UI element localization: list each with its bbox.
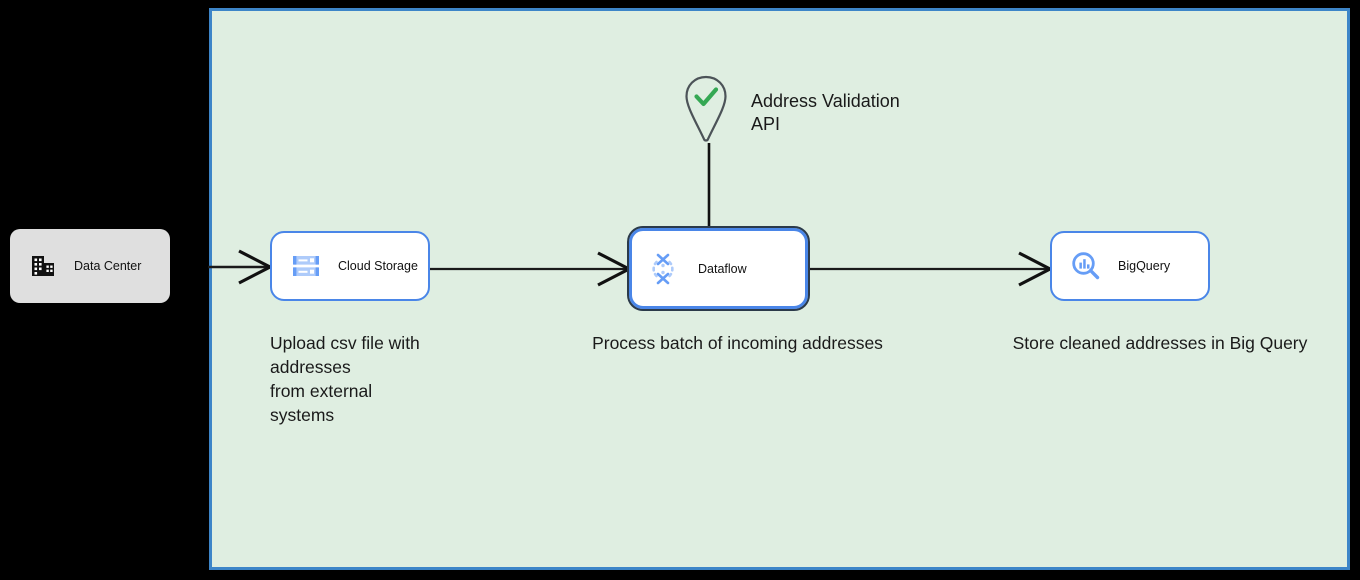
building-icon	[28, 251, 58, 281]
map-pin-check-icon	[684, 74, 728, 144]
node-dataflow-label: Dataflow	[698, 261, 747, 276]
node-data-center[interactable]: Data Center	[10, 229, 170, 303]
node-bigquery[interactable]: BigQuery	[1050, 231, 1210, 301]
node-address-validation-api-label: Address Validation API	[751, 91, 900, 134]
caption-cloud-storage: Upload csv file with addresses from exte…	[270, 333, 420, 425]
connector-datacenter-to-storage	[208, 249, 274, 285]
caption-dataflow: Process batch of incoming addresses	[592, 333, 883, 353]
cloud-storage-icon	[290, 250, 322, 282]
connector-storage-to-dataflow	[430, 251, 633, 287]
caption-bigquery: Store cleaned addresses in Big Query	[1012, 333, 1308, 353]
node-dataflow[interactable]: Dataflow	[627, 226, 810, 311]
dataflow-icon	[650, 252, 682, 286]
node-data-center-label: Data Center	[74, 259, 142, 273]
node-cloud-storage[interactable]: Cloud Storage	[270, 231, 430, 301]
node-cloud-storage-label: Cloud Storage	[338, 259, 418, 273]
connector-dataflow-to-bigquery	[809, 251, 1054, 287]
node-bigquery-label: BigQuery	[1118, 259, 1171, 273]
node-address-validation-api[interactable]: Address Validation API	[684, 74, 900, 144]
bigquery-icon	[1070, 250, 1102, 282]
